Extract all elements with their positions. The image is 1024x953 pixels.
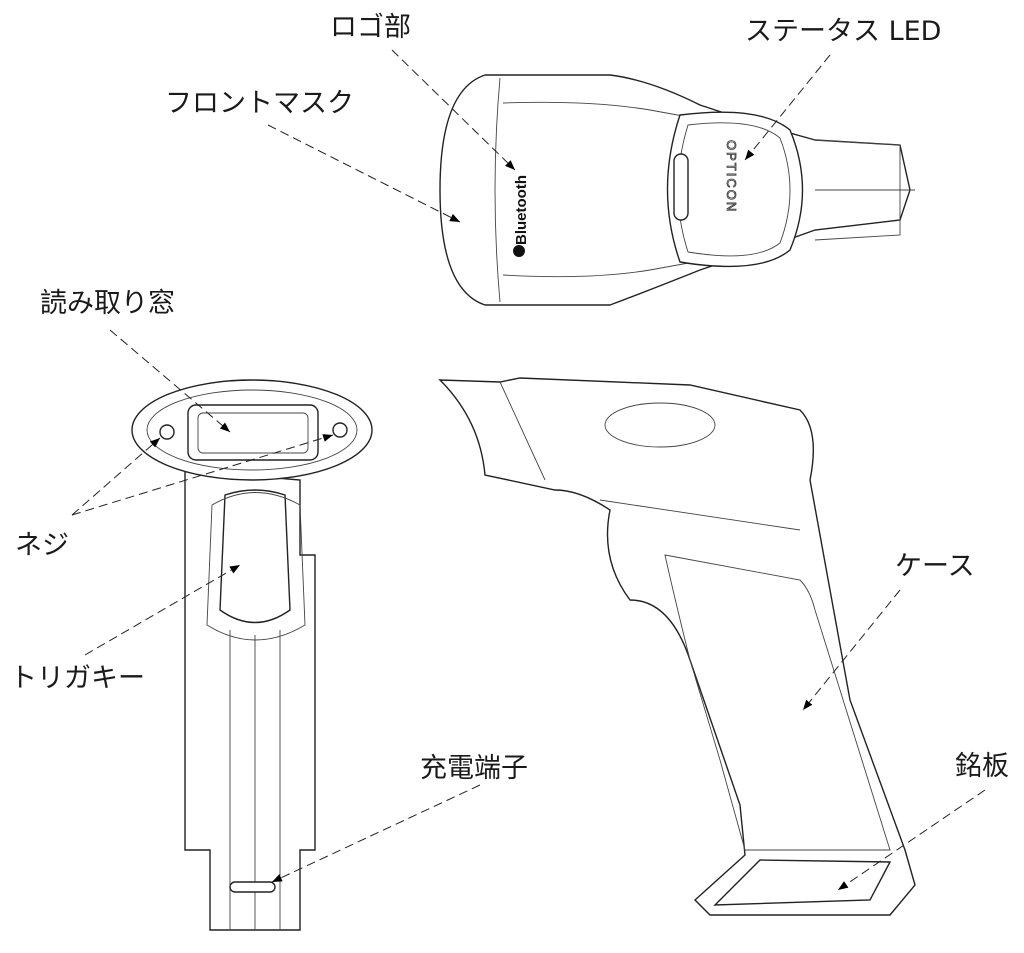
label-screw: ネジ — [15, 530, 69, 561]
nameplate — [713, 859, 892, 906]
screw-left — [159, 424, 175, 440]
charge-terminal — [229, 881, 276, 893]
bluetooth-logo: Bluetooth — [513, 175, 530, 245]
screw-right — [332, 422, 348, 438]
label-case: ケース — [895, 551, 975, 582]
case-panel — [664, 554, 891, 851]
trigger-key — [219, 489, 291, 624]
label-front-mask: フロントマスク — [165, 88, 354, 119]
status-led-icon — [673, 153, 689, 221]
label-nameplate: 銘板 — [955, 751, 1009, 782]
top-view — [439, 74, 915, 306]
label-charge-terminal: 充電端子 — [420, 753, 528, 784]
label-read-window: 読み取り窓 — [40, 288, 175, 319]
leader-lines — [71, 49, 986, 891]
bluetooth-icon — [513, 245, 525, 257]
opticon-brand-logo: OPTICON — [724, 140, 739, 213]
front-view — [131, 379, 373, 931]
label-trigger-key: トリガキー — [10, 663, 145, 694]
label-logo: ロゴ部 — [330, 12, 411, 43]
label-status-led: ステータス LED — [745, 16, 942, 47]
status-led-window — [666, 111, 804, 268]
side-view — [438, 377, 916, 916]
